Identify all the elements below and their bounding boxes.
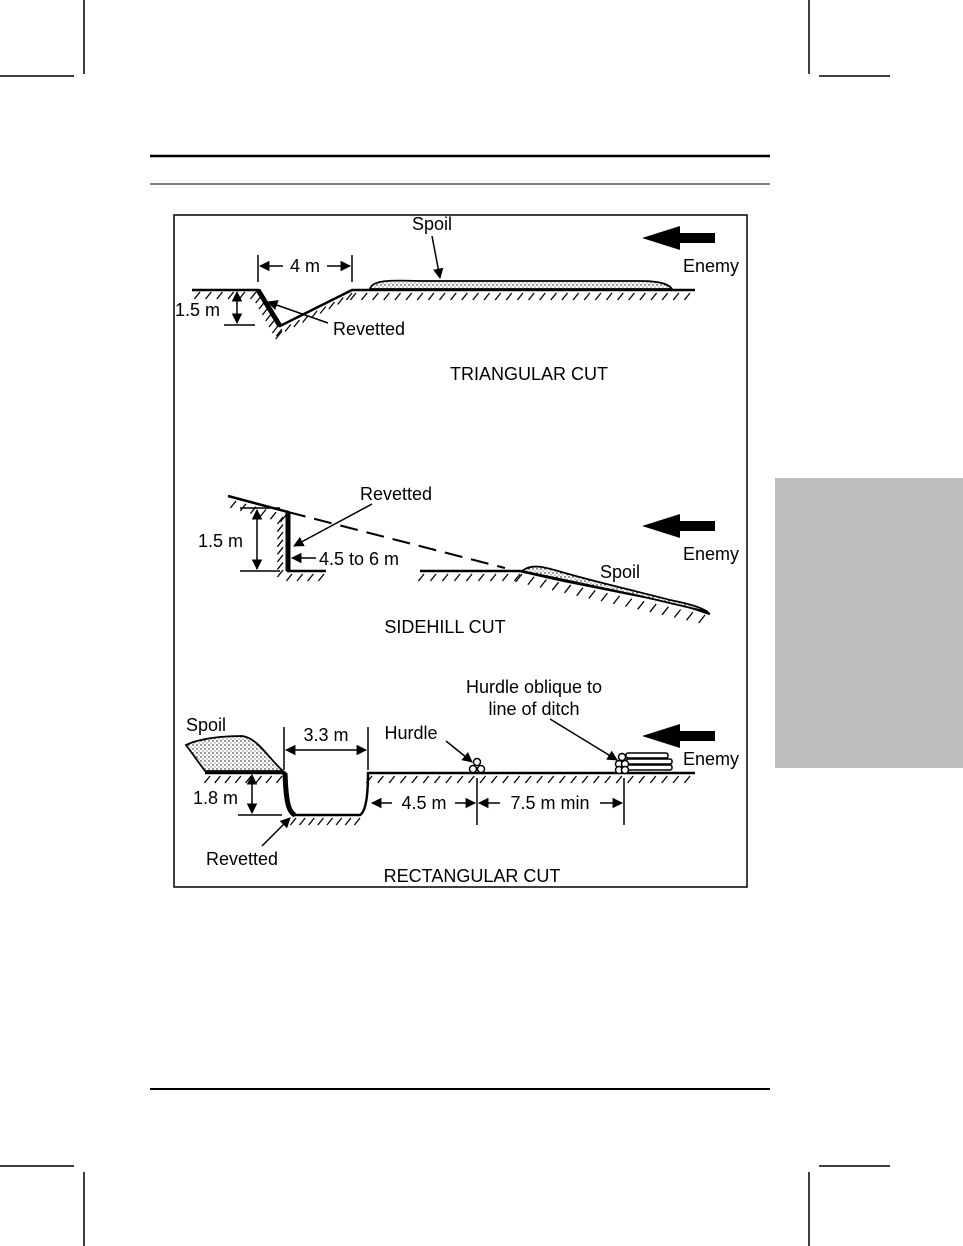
- hurdle-oblique-label-line1: Hurdle oblique to: [466, 677, 602, 697]
- hatch-ground: [365, 775, 691, 784]
- hurdle-oblique-icon: [614, 752, 673, 775]
- rectangular-gap1-label: 4.5 m: [401, 793, 446, 813]
- hatch-ground: [276, 516, 284, 578]
- hurdle-oblique-label-line2: line of ditch: [488, 699, 579, 719]
- sidehill-spoil-label: Spoil: [600, 562, 640, 582]
- triangular-width-label: 4 m: [290, 256, 320, 276]
- triangular-cut-diagram: Spoil Enemy 4 m 1.5 m Revetted TRIANGULA…: [175, 214, 739, 384]
- hatch-ground: [275, 292, 353, 337]
- hurdle-icon: [468, 757, 486, 774]
- hatch-ground: [417, 573, 521, 582]
- rectangular-hurdle-label: Hurdle: [384, 723, 437, 743]
- hatch-ground: [203, 775, 283, 784]
- sidehill-enemy-label: Enemy: [683, 544, 739, 564]
- crop-marks: [0, 0, 890, 1246]
- rectangular-depth-label: 1.8 m: [193, 788, 238, 808]
- rectangular-spoil-label: Spoil: [186, 715, 226, 735]
- enemy-arrow-icon: [642, 514, 715, 538]
- hatch-ground: [349, 292, 691, 301]
- sidehill-depth-label: 1.5 m: [198, 531, 243, 551]
- rectangular-cut-diagram: Spoil 3.3 m Hurdle Hurdle oblique to lin…: [184, 677, 739, 886]
- hatch-ground: [289, 817, 361, 826]
- rectangular-enemy-label: Enemy: [683, 749, 739, 769]
- enemy-arrow-icon: [642, 226, 715, 250]
- figure-frame: [173, 214, 748, 888]
- sidehill-width-label: 4.5 to 6 m: [319, 549, 399, 569]
- triangular-spoil-label: Spoil: [412, 214, 452, 234]
- triangular-depth-label: 1.5 m: [175, 300, 220, 320]
- sidehill-revetted-label: Revetted: [360, 484, 432, 504]
- hatch-ground: [193, 291, 257, 300]
- rectangular-width-label: 3.3 m: [303, 725, 348, 745]
- sidehill-cut-diagram: Revetted 1.5 m 4.5 to 6 m Enemy Spoil SI…: [198, 484, 739, 637]
- enemy-arrow-icon: [642, 724, 715, 748]
- hatch-ground: [515, 573, 706, 624]
- rectangular-cut-title: RECTANGULAR CUT: [384, 866, 561, 886]
- hatch-ground: [285, 573, 325, 582]
- rectangular-gap2-label: 7.5 m min: [510, 793, 589, 813]
- triangular-cut-title: TRIANGULAR CUT: [450, 364, 608, 384]
- rectangular-revetted-label: Revetted: [206, 849, 278, 869]
- triangular-revetted-label: Revetted: [333, 319, 405, 339]
- hatch-ground: [229, 500, 287, 523]
- sidehill-cut-title: SIDEHILL CUT: [384, 617, 505, 637]
- triangular-enemy-label: Enemy: [683, 256, 739, 276]
- thumb-index-tab: [775, 478, 963, 768]
- hatch-ground: [255, 294, 283, 340]
